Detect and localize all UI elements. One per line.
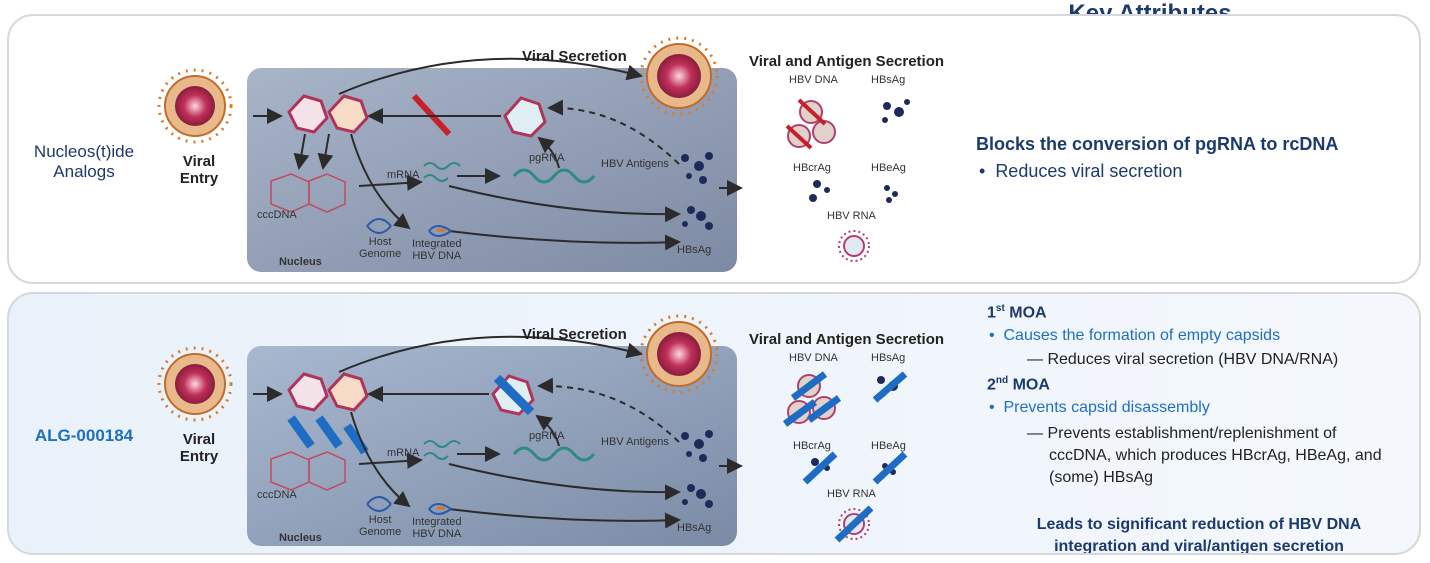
virion-entry-icon — [157, 346, 233, 422]
integrated-label-1: Integrated — [412, 238, 462, 250]
integrated-label-1: Integrated — [412, 516, 462, 528]
moa2-heading: 2nd MOA — [987, 375, 1050, 394]
host-genome-label-2: Genome — [359, 248, 402, 260]
sec-hbcrag-label: HBcrAg — [793, 162, 831, 174]
integrated-dna-icon — [428, 225, 452, 237]
viral-entry-label-2: Entry — [179, 170, 219, 187]
moa1-heading: 1st MOA — [987, 303, 1047, 322]
hbv-antigens-icon — [681, 152, 713, 230]
cccdna-icon — [270, 173, 346, 213]
panel-alg-000184: ALG-000184 Viral Secretion Viral Entry c… — [7, 292, 1421, 555]
capsid-rcdna-icon — [503, 96, 547, 138]
integrated-label-2: HBV DNA — [412, 528, 462, 540]
sec-hbeag-label: HBeAg — [871, 162, 906, 174]
sec-hbv-rna-label: HBV RNA — [827, 488, 876, 500]
mechanism-diagram-2 — [157, 314, 908, 546]
viral-secretion-label: Viral Secretion — [522, 326, 627, 343]
hbv-antigens-icon — [681, 430, 713, 508]
pgrna-label: pgRNA — [529, 152, 565, 164]
hbsag-label: HBsAg — [677, 522, 712, 534]
drug-label: ALG-000184 — [34, 426, 134, 445]
sec-hbsag-label: HBsAg — [871, 74, 906, 86]
sec-hbcrag-label: HBcrAg — [793, 440, 831, 452]
viral-entry-label-1: Viral — [182, 153, 216, 170]
hbv-antigens-label: HBV Antigens — [601, 436, 669, 448]
bullet-dot: • — [989, 399, 1004, 416]
integrated-dna-icon — [428, 503, 452, 515]
moa2-bullet: Prevents capsid disassembly — [1003, 399, 1210, 416]
moa2-sub-2: cccDNA, which produces HBcrAg, HBeAg, an… — [1049, 447, 1382, 464]
secreted-hbv-dna-icon — [785, 98, 836, 150]
cccdna-label: cccDNA — [257, 209, 297, 221]
host-genome-label-1: Host — [368, 514, 392, 526]
secreted-hbsag-icon — [872, 371, 908, 403]
mrna-icon — [423, 162, 461, 170]
conclusion-2: integration and viral/antigen secretion — [1054, 538, 1344, 555]
secretion-title: Viral and Antigen Secretion — [749, 53, 945, 70]
drug-label-line1: Nucleos(t)ide — [33, 142, 135, 161]
pgrna-icon — [512, 446, 596, 462]
panel-nucleoside-analogs: Nucleos(t)ide Analogs Viral Secretion Vi… — [7, 14, 1421, 284]
viral-secretion-label: Viral Secretion — [522, 48, 627, 65]
secreted-hbcrag-icon — [802, 451, 838, 485]
sec-hbv-dna-label: HBV DNA — [789, 352, 838, 364]
cccdna-icon — [270, 451, 346, 491]
secretion-title: Viral and Antigen Secretion — [749, 331, 945, 348]
conclusion-1: Leads to significant reduction of HBV DN… — [1036, 516, 1362, 533]
capsid-icon — [287, 94, 329, 134]
moa1-sub: — Reduces viral secretion (HBV DNA/RNA) — [1027, 351, 1339, 368]
mrna-label: mRNA — [387, 169, 420, 181]
host-genome-icon — [366, 218, 392, 234]
bullet-dot: • — [979, 161, 996, 181]
secreted-hbeag-icon — [872, 451, 908, 485]
attr-heading: Blocks the conversion of pgRNA to rcDNA — [976, 134, 1339, 154]
viral-entry-label-2: Entry — [179, 448, 219, 465]
secreted-hbcrag-icon — [809, 180, 830, 202]
mechanism-diagram-1 — [157, 36, 910, 272]
cccdna-label: cccDNA — [257, 489, 297, 501]
drug-label-line2: Analogs — [53, 162, 115, 181]
capsid-icon — [327, 94, 369, 134]
capsid-icon — [287, 372, 329, 412]
hbv-antigens-label: HBV Antigens — [601, 158, 669, 170]
sec-hbv-dna-label: HBV DNA — [789, 74, 838, 86]
secreted-hbeag-icon — [884, 185, 898, 203]
secreted-hbv-rna-icon — [834, 505, 874, 543]
virion-secretion-icon — [639, 36, 719, 116]
mrna-label: mRNA — [387, 447, 420, 459]
block-blue-icons — [287, 374, 535, 455]
nucleus-label: Nucleus — [279, 532, 322, 544]
secreted-hbsag-icon — [882, 99, 910, 123]
bullet-dot: • — [989, 327, 1004, 344]
moa2-sub-1: — Prevents establishment/replenishment o… — [1027, 425, 1337, 442]
virion-entry-icon — [157, 68, 233, 144]
mrna-icon — [423, 440, 461, 448]
attr-bullet: Reduces viral secretion — [995, 161, 1183, 181]
secreted-hbv-rna-icon — [838, 230, 870, 262]
host-genome-label-2: Genome — [359, 526, 402, 538]
virion-secretion-icon — [639, 314, 719, 394]
hbsag-label: HBsAg — [677, 244, 712, 256]
moa2-sub-3: (some) HBsAg — [1049, 469, 1154, 486]
host-genome-label-1: Host — [368, 236, 392, 248]
secreted-hbv-dna-icon — [782, 371, 842, 427]
sec-hbeag-label: HBeAg — [871, 440, 906, 452]
sec-hbsag-label: HBsAg — [871, 352, 906, 364]
moa1-bullet: Causes the formation of empty capsids — [1003, 327, 1281, 344]
pgrna-icon — [512, 168, 596, 184]
capsid-icon — [327, 372, 369, 412]
integrated-label-2: HBV DNA — [412, 250, 462, 262]
nucleus-label: Nucleus — [279, 256, 322, 268]
pgrna-label: pgRNA — [529, 430, 565, 442]
sec-hbv-rna-label: HBV RNA — [827, 210, 876, 222]
viral-entry-label-1: Viral — [182, 431, 216, 448]
host-genome-icon — [366, 496, 392, 512]
